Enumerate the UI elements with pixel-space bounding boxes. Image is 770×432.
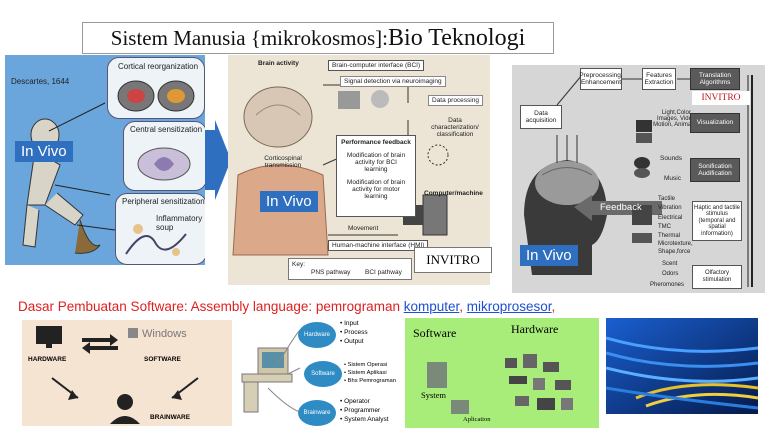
descartes-label: Descartes, 1644 bbox=[11, 77, 70, 86]
slide-title: Sistem Manusia {mikrokosmos]:Bio Teknolo… bbox=[82, 22, 554, 54]
key-box: Key: PNS pathway BCI pathway bbox=[288, 258, 412, 280]
features-node: Features Extraction bbox=[642, 68, 676, 90]
peripheral-label: Peripheral sensitization bbox=[122, 197, 205, 206]
feedback-schematic-panel: Data acquisition Preprocessing, Enhancem… bbox=[512, 65, 765, 293]
tactile-item: Microtexture, Shape,force bbox=[658, 241, 693, 255]
tactile-list: Tactile Vibration Electrical TMC Thermal… bbox=[658, 195, 693, 256]
brainware-circle: Brainware bbox=[298, 400, 336, 426]
sw-items: • Sistem Operasi • Sistem Aplikasi • Bhs… bbox=[344, 362, 396, 385]
preprocessing-node: Preprocessing, Enhancement bbox=[579, 68, 623, 90]
inflammatory-label: Inflammatory soup bbox=[156, 214, 203, 232]
hw-item: • Output bbox=[340, 337, 364, 345]
windows-label: Windows bbox=[142, 328, 187, 340]
komputer-link[interactable]: komputer bbox=[403, 299, 460, 314]
bci-label: Brain-computer interface (BCI) bbox=[328, 60, 425, 71]
cables-illustration bbox=[606, 318, 758, 414]
visualization-node: Visualization bbox=[690, 113, 740, 133]
data-processing-label: Data processing bbox=[428, 95, 483, 106]
cortical-inset: Cortical reorganization bbox=[107, 57, 205, 119]
feedback-label: Feedback bbox=[600, 202, 642, 213]
in-vivo-tag-3: In Vivo bbox=[520, 245, 578, 266]
perf-feedback-label: Performance feedback bbox=[341, 139, 411, 146]
sonification-node: Sonification Audification bbox=[690, 158, 740, 182]
components-panel: Hardware Software Brainware • Input • Pr… bbox=[238, 318, 400, 428]
spinal-cord-icon bbox=[137, 147, 191, 181]
hmi-label: Human-machine interface (HMI) bbox=[328, 240, 429, 251]
movement-label: Movement bbox=[348, 225, 379, 232]
invitro-label-2: INVITRO bbox=[692, 91, 750, 105]
tactile-item: Vibration bbox=[658, 205, 682, 212]
peripheral-inset: Peripheral sensitization Inflammatory so… bbox=[115, 193, 205, 265]
translation-node: Translation Algorithms bbox=[690, 68, 740, 90]
title-part1: Sistem Manusia {mikrokosmos]: bbox=[110, 25, 389, 50]
hw-item: • Input bbox=[340, 320, 359, 327]
corticospinal-label: Corticospinal transmission bbox=[264, 155, 302, 169]
system-label: System bbox=[421, 390, 447, 400]
bci-panel: Brain activity Brain-computer interface … bbox=[228, 55, 490, 285]
software-heading: Software bbox=[413, 326, 457, 340]
mikroprosesor-link[interactable]: mikroprosesor bbox=[466, 299, 552, 314]
central-label: Central sensitization bbox=[130, 125, 203, 134]
bw-item: • System Analyst bbox=[340, 415, 389, 423]
key-label: Key: bbox=[292, 261, 306, 268]
hw-item: • Process bbox=[340, 328, 368, 336]
computer-label: Computer/machine bbox=[424, 190, 483, 197]
brainware-label: BRAINWARE bbox=[150, 414, 191, 421]
sw-item: • Sistem Operasi bbox=[344, 362, 388, 368]
sw-item: • Sistem Aplikasi bbox=[344, 369, 387, 376]
in-vivo-tag-1: In Vivo bbox=[15, 141, 73, 162]
sounds-label: Sounds bbox=[660, 155, 683, 162]
brain-scan-icon bbox=[117, 80, 195, 112]
light-list: Light,Color, Images, Video, Motion, Anim… bbox=[653, 110, 701, 128]
invitro-label-1: INVITRO bbox=[414, 247, 492, 273]
olfactory-node: Olfactory stimulation bbox=[692, 265, 742, 289]
computer-illustration bbox=[241, 329, 301, 413]
green-system-panel: Software Hardware System Aplication bbox=[405, 318, 599, 428]
bw-items: • Operator • Programmer • System Analyst bbox=[340, 398, 389, 424]
hardware-heading: Hardware bbox=[511, 322, 559, 336]
central-inset: Central sensitization bbox=[123, 121, 205, 191]
pheromones-label: Pheromones bbox=[650, 282, 685, 288]
software-circle: Software bbox=[304, 361, 342, 387]
cortical-label: Cortical reorganization bbox=[118, 62, 199, 71]
green-system-illustration bbox=[427, 354, 573, 414]
signal-detection-label: Signal detection via neuroimaging bbox=[340, 76, 446, 87]
tactile-item: Electrical bbox=[658, 214, 683, 221]
network-cables-photo bbox=[606, 318, 758, 414]
caption-sep: , bbox=[459, 299, 467, 314]
title-part2: Bio Teknologi bbox=[388, 24, 526, 51]
bw-item: • Operator bbox=[340, 398, 370, 405]
in-vivo-tag-2: In Vivo bbox=[260, 191, 318, 212]
brain-activity-label: Brain activity bbox=[258, 60, 299, 67]
music-label: Music bbox=[664, 175, 681, 182]
caption-prefix: Dasar Pembuatan Software: Assembly langu… bbox=[18, 299, 404, 314]
data-char-label: Data characterization/ classification bbox=[431, 117, 479, 138]
tactile-item: TMC bbox=[658, 223, 671, 230]
bci-pathway-label: BCI pathway bbox=[365, 269, 402, 276]
hw-items: • Input • Process • Output bbox=[340, 320, 368, 346]
performance-feedback-box: Performance feedback Modification of bra… bbox=[336, 135, 416, 217]
data-acquisition-node: Data acquisition bbox=[520, 105, 562, 129]
nerve-ending-icon bbox=[125, 224, 187, 256]
aplication-label: Aplication bbox=[463, 416, 491, 423]
hw-sw-bw-illustration bbox=[36, 326, 199, 424]
hardware-circle: Hardware bbox=[298, 322, 336, 348]
hardware-label: HARDWARE bbox=[28, 356, 67, 363]
sw-item: • Bhs Pemrograman bbox=[344, 377, 396, 384]
software-caption: Dasar Pembuatan Software: Assembly langu… bbox=[18, 299, 555, 314]
haptic-node: Haptic and tactile stimulus (temporal an… bbox=[692, 201, 742, 241]
software-label: SOFTWARE bbox=[144, 356, 181, 363]
tactile-item: Thermal bbox=[658, 233, 681, 240]
caption-suffix: , bbox=[551, 299, 556, 314]
tactile-item: Tactile bbox=[658, 196, 676, 202]
scent-label: Scent bbox=[662, 261, 678, 267]
hw-sw-bw-panel: Windows HARDWARE SOFTWARE BRAINWARE bbox=[22, 320, 232, 426]
mod1-label: Modification of brain activity for BCI l… bbox=[346, 152, 406, 173]
mod2-label: Modification of brain activity for motor… bbox=[346, 179, 406, 200]
descartes-panel: Descartes, 1644 Cortical reorganization … bbox=[5, 55, 205, 265]
bw-item: • Programmer bbox=[340, 406, 381, 414]
arrow-right-icon bbox=[205, 120, 231, 200]
odors-label: Odors bbox=[662, 271, 679, 277]
pns-label: PNS pathway bbox=[311, 269, 351, 276]
